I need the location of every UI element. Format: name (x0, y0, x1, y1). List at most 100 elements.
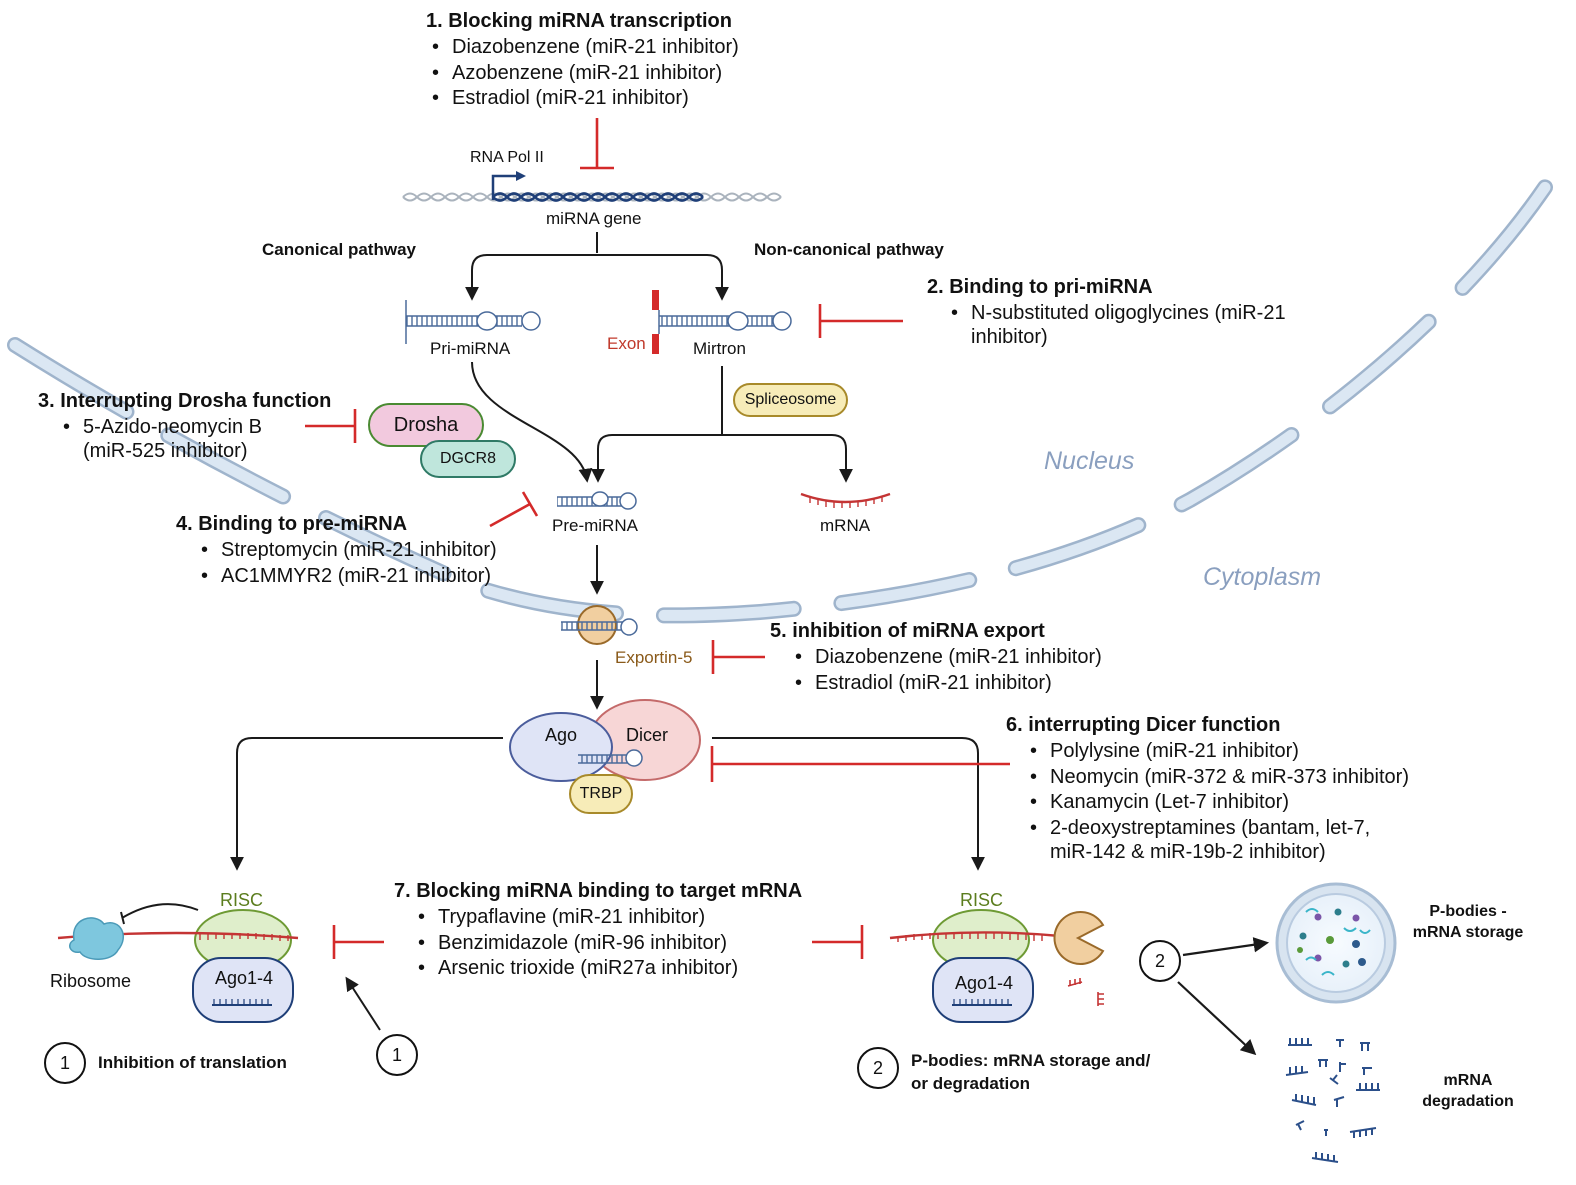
nucleus-label: Nucleus (1044, 447, 1135, 475)
p-bodies-outcome-line1: P-bodies: mRNA storage and/ (911, 1051, 1151, 1070)
outcome-2-branch-marker: 2 (1139, 940, 1181, 982)
branch-arrows (120, 232, 1270, 1056)
ago14-left-label: Ago1-4 (215, 968, 274, 988)
mirna-gene-label: miRNA gene (546, 209, 642, 228)
strategy-2-item-cont: inhibitor) (971, 326, 1048, 348)
strategy-5-title: 5. inhibition of miRNA export (770, 620, 1045, 642)
risc-right-label: RISC (960, 890, 1004, 910)
risc-left-label: RISC (220, 890, 264, 910)
dgcr8-label: DGCR8 (439, 450, 496, 467)
strategy-7-item: Benzimidazole (miR-96 inhibitor) (412, 931, 738, 957)
strategy-3-title: 3. Interrupting Drosha function (38, 390, 332, 412)
pre-mirna-label: Pre-miRNA (552, 516, 638, 535)
p-body-sphere (1275, 882, 1397, 1004)
spliceosome-box: Spliceosome (733, 383, 848, 417)
strategy-4-item: AC1MMYR2 (miR-21 inhibitor) (195, 564, 497, 590)
pre-mirna-hairpin (557, 491, 637, 510)
dgcr8-protein: DGCR8 (420, 440, 516, 478)
p-bodies-storage-line1: P-bodies - (1429, 903, 1507, 920)
inhibit-target-left (332, 925, 384, 959)
rna-pol-label: RNA Pol II (470, 149, 544, 166)
mrna-label: mRNA (820, 516, 871, 535)
strategy-4-title: 4. Binding to pre-miRNA (176, 513, 408, 535)
drosha-label: Drosha (393, 413, 459, 436)
risc-complex-left (57, 909, 299, 1023)
degraded-mrna-fragments (1285, 1038, 1380, 1163)
p-bodies-storage-line2: mRNA storage (1412, 924, 1524, 941)
strategy-3-item-cont: (miR-525 inhibitor) (83, 440, 248, 462)
translation-inhibition-label: Inhibition of translation (98, 1053, 287, 1072)
p-bodies-storage-label: P-bodies - mRNA storage (1398, 901, 1538, 943)
strategy-6-list: Polylysine (miR-21 inhibitor) Neomycin (… (1024, 739, 1409, 841)
inhibit-drosha (305, 409, 357, 443)
strategy-1-list: Diazobenzene (miR-21 inhibitor) Azobenze… (426, 35, 739, 112)
cytoplasm-label: Cytoplasm (1203, 563, 1322, 591)
dicer-complex (509, 699, 701, 782)
inhibit-dicer (710, 746, 1010, 782)
mrna-strand (800, 492, 891, 508)
outcome-2-branch-number: 2 (1154, 950, 1165, 971)
trbp-protein: TRBP (569, 774, 633, 814)
pri-mirna-hairpin (405, 300, 541, 344)
strategy-7-item: Trypaflavine (miR-21 inhibitor) (412, 905, 738, 931)
inhibit-transcription (580, 118, 614, 170)
ribosome-label: Ribosome (50, 971, 132, 991)
strategy-6-item-cont: miR-142 & miR-19b-2 inhibitor) (1050, 841, 1326, 863)
strategy-6-item: 2-deoxystreptamines (bantam, let-7, (1024, 816, 1409, 842)
inhibit-pre-binding (489, 491, 539, 528)
mirtron-label: Mirtron (693, 339, 746, 358)
strategy-3-item: 5-Azido-neomycin B (57, 415, 262, 441)
noncanonical-pathway-label: Non-canonical pathway (754, 240, 944, 259)
nuclear-membrane (7, 172, 1558, 624)
outcome-1-number-arrow: 1 (391, 1044, 402, 1065)
risc-complex-right (889, 909, 1105, 1023)
mrna-degradation-label: mRNA degradation (1398, 1070, 1538, 1112)
strategy-2-title: 2. Binding to pri-miRNA (927, 276, 1153, 298)
strategy-7-title: 7. Blocking miRNA binding to target mRNA (394, 880, 803, 902)
exportin-5-label: Exportin-5 (615, 648, 693, 667)
mrna-degradation-line1: mRNA (1443, 1072, 1493, 1089)
strategy-4-item: Streptomycin (miR-21 inhibitor) (195, 538, 497, 564)
outcome-1-number: 1 (59, 1052, 70, 1073)
spliceosome-label: Spliceosome (744, 391, 837, 408)
strategy-4-list: Streptomycin (miR-21 inhibitor) AC1MMYR2… (195, 538, 497, 589)
trbp-label: TRBP (579, 785, 623, 802)
strategy-1-item: Estradiol (miR-21 inhibitor) (426, 86, 739, 112)
strategy-5-item: Estradiol (miR-21 inhibitor) (789, 671, 1102, 697)
strategy-5-item: Diazobenzene (miR-21 inhibitor) (789, 645, 1102, 671)
dicer-label: Dicer (626, 725, 669, 745)
outcome-1-marker: 1 (44, 1042, 86, 1084)
strategy-2-list: N-substituted oligoglycines (miR-21 (945, 301, 1286, 327)
outcome-2-marker: 2 (857, 1047, 899, 1089)
strategy-3-list: 5-Azido-neomycin B (57, 415, 262, 441)
drosha-protein: Drosha (368, 403, 484, 447)
outcome-2-number: 2 (872, 1057, 883, 1078)
p-bodies-outcome-line2: or degradation (911, 1074, 1031, 1093)
mirtron-hairpin (652, 290, 792, 354)
inhibit-export (711, 640, 765, 674)
ago14-right-label: Ago1-4 (955, 973, 1014, 993)
exportin-5-complex (561, 605, 638, 645)
strategy-6-title: 6. interrupting Dicer function (1006, 714, 1281, 736)
strategy-6-item: Kanamycin (Let-7 inhibitor) (1024, 790, 1409, 816)
strategy-7-list: Trypaflavine (miR-21 inhibitor) Benzimid… (412, 905, 738, 982)
pri-mirna-label: Pri-miRNA (430, 339, 511, 358)
canonical-pathway-label: Canonical pathway (262, 240, 416, 259)
inhibit-pri-binding (818, 304, 903, 338)
strategy-5-list: Diazobenzene (miR-21 inhibitor) Estradio… (789, 645, 1102, 696)
dna-helix (402, 171, 782, 202)
strategy-6-item: Neomycin (miR-372 & miR-373 inhibitor) (1024, 765, 1409, 791)
strategy-6-item: Polylysine (miR-21 inhibitor) (1024, 739, 1409, 765)
strategy-7-item: Arsenic trioxide (miR27a inhibitor) (412, 956, 738, 982)
mrna-degradation-line2: degradation (1422, 1093, 1514, 1110)
exon-label: Exon (607, 334, 646, 353)
strategy-2-item: N-substituted oligoglycines (miR-21 (945, 301, 1286, 327)
outcome-1-marker-arrow: 1 (376, 1034, 418, 1076)
strategy-1-item: Diazobenzene (miR-21 inhibitor) (426, 35, 739, 61)
inhibit-target-right (812, 925, 864, 959)
strategy-1-item: Azobenzene (miR-21 inhibitor) (426, 61, 739, 87)
strategy-1-title: 1. Blocking miRNA transcription (426, 10, 732, 32)
ago-label: Ago (545, 725, 578, 745)
